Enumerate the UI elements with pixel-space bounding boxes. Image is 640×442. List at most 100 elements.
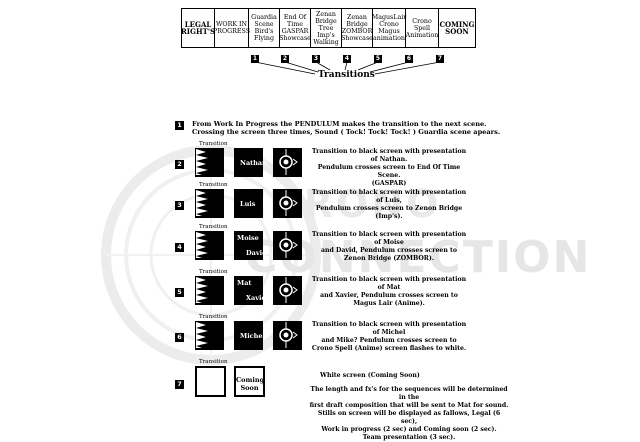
scene-cell-line: MagusLair xyxy=(371,14,407,21)
description-line: Pendulum crosses screen to Zenon Bridge … xyxy=(315,205,463,220)
transition-wipe-frame xyxy=(195,148,224,177)
member-name: Mat xyxy=(237,279,252,287)
footer-notes: The length and fx's for the sequences wi… xyxy=(309,386,509,442)
member-name: Xavier xyxy=(246,294,270,302)
description-line: Transition to black screen with presenta… xyxy=(311,148,467,163)
scene-cell-line: Tree Imp's xyxy=(317,24,335,39)
description-line: and Mike? Pendulum crosses screen to xyxy=(321,337,457,344)
scene-cell-line: GASPAR xyxy=(281,28,309,35)
description-line: and David, Pendulum crosses screen to xyxy=(321,247,457,254)
scene-cell-line: Walking xyxy=(313,38,339,46)
description-line: and Xavier, Pendulum crosses screen to xyxy=(320,292,458,299)
member-name: Nathan xyxy=(240,159,267,167)
scene-cell-line: Bird's xyxy=(254,28,274,35)
scene-cell-line: Bridge xyxy=(346,21,368,28)
step-number-badge: 1 xyxy=(175,121,184,130)
member-name: David xyxy=(246,249,267,257)
scene-cell-line: WORK IN xyxy=(215,21,248,28)
member-name: Luis xyxy=(240,200,256,208)
transition-wipe-frame xyxy=(195,276,224,305)
description-line: Transition to black screen with presenta… xyxy=(311,276,467,291)
transition-label: Transition xyxy=(199,182,228,188)
step-number-badge: 7 xyxy=(175,380,184,389)
description-line: Pendulum crosses screen to End Of Time S… xyxy=(317,164,461,179)
scene-cell-line: Crono xyxy=(412,17,432,25)
transition-label: Transition xyxy=(199,141,228,147)
description-line: Zenon Bridge (ZOMBOR). xyxy=(344,255,434,262)
footer-line-3: Stills on screen will be displayed as fa… xyxy=(317,410,501,425)
scene-cell-line: animation xyxy=(373,35,405,42)
scene-cell-line: Flying xyxy=(253,35,275,42)
transition-label: Transition xyxy=(199,314,228,320)
scene-cell-line: Guardia xyxy=(251,14,277,21)
pendulum-frame xyxy=(273,276,302,305)
description-line: (GASPAR) xyxy=(371,180,407,187)
scene-cell-line: Crono xyxy=(379,21,399,28)
scene-cell-line: Magus xyxy=(378,28,400,35)
transition-badge: 2 xyxy=(281,55,289,63)
transition-description: Transition to black screen with presenta… xyxy=(309,321,469,353)
description-line: Transition to black screen with presenta… xyxy=(311,321,467,336)
step-number-badge: 6 xyxy=(175,333,184,342)
transition-badge: 3 xyxy=(312,55,320,63)
step-number-badge: 2 xyxy=(175,160,184,169)
coming-soon-line-1: Coming xyxy=(236,376,265,384)
footer-line-5: Team presentation (3 sec). xyxy=(362,434,456,441)
scene-cell-line: Showcase xyxy=(279,35,311,42)
footer-line-1: The length and fx's for the sequences wi… xyxy=(310,386,508,401)
transition-wipe-frame xyxy=(195,231,224,260)
description-line: Crono Spell (Anime) screen flashes to wh… xyxy=(311,345,467,352)
white-screen-label: White screen (Coming Soon) xyxy=(320,372,420,379)
description-line: Transition to black screen with presenta… xyxy=(311,189,467,204)
transition-description: Transition to black screen with presenta… xyxy=(309,231,469,263)
scene-cell-line: End Of xyxy=(283,14,307,21)
transition-badge: 7 xyxy=(436,55,444,63)
scene-cell-line: Time xyxy=(287,21,303,28)
footer-line-2: first draft composition that will be sen… xyxy=(309,402,509,409)
scene-cell-line: Spell xyxy=(413,24,431,32)
description-line: Transition to black screen with presenta… xyxy=(311,231,467,246)
scene-cell-line: Showcase xyxy=(341,35,373,42)
scene-cell-line: RIGHT'S xyxy=(180,27,216,36)
scene-cell-line: Zenan xyxy=(347,14,367,21)
scene-cell-line: SOON xyxy=(445,27,469,36)
member-name: Michel xyxy=(240,332,265,340)
transition-description: Transition to black screen with presenta… xyxy=(309,148,469,188)
scene-cell-line: PROGRESS xyxy=(212,28,251,35)
member-name: Moise xyxy=(237,234,259,242)
watermark-line1: CHRONO xyxy=(238,182,442,226)
transition-wipe-frame xyxy=(195,321,224,350)
transitions-label: Transitions xyxy=(318,70,375,80)
intro-line-1: From Work In Progress the PENDULUM makes… xyxy=(192,120,487,128)
intro-text: From Work In Progress the PENDULUM makes… xyxy=(192,120,500,136)
scene-cell-line: COMING xyxy=(439,20,475,29)
transition-badge: 4 xyxy=(343,55,351,63)
white-screen-frame xyxy=(195,366,226,397)
pendulum-frame xyxy=(273,321,302,350)
intro-line-2: Crossing the screen three times, Sound (… xyxy=(192,128,501,136)
transition-label: Transition xyxy=(199,359,228,365)
coming-soon-frame: Coming Soon xyxy=(234,366,265,397)
name-presentation-frame: Luis xyxy=(234,189,263,218)
scene-cell-line: Scene xyxy=(254,21,274,28)
transition-badge: 5 xyxy=(374,55,382,63)
pendulum-frame xyxy=(273,231,302,260)
scene-cell-line: Zenan xyxy=(316,10,336,18)
name-presentation-frame: Nathan xyxy=(234,148,267,177)
watermark-line2: CONNECTION xyxy=(245,232,592,283)
name-presentation-frame: Michel xyxy=(234,321,265,350)
scene-cell-line: ZOMBOR xyxy=(341,28,373,35)
transition-description: Transition to black screen with presenta… xyxy=(309,189,469,221)
transition-description: Transition to black screen with presenta… xyxy=(309,276,469,308)
transition-badge: 6 xyxy=(405,55,413,63)
coming-soon-line-2: Soon xyxy=(240,384,259,392)
